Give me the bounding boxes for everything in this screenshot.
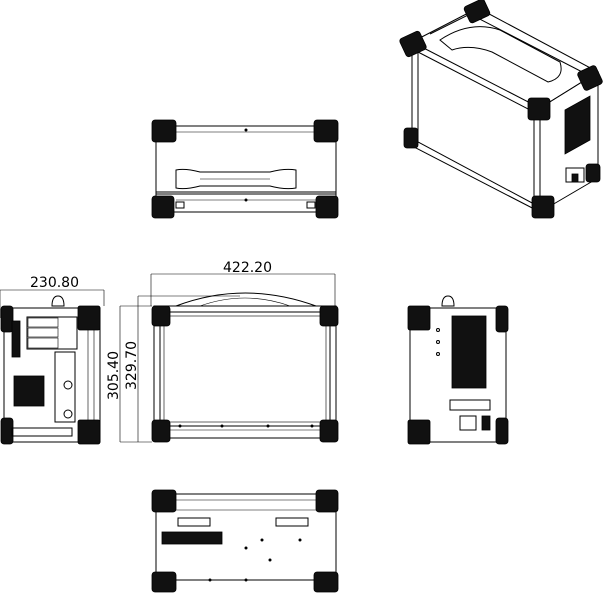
- vent-grille: [11, 320, 45, 407]
- dimension-height-overall: 329.70: [124, 341, 140, 390]
- dimension-lines: [0, 273, 336, 443]
- handle: [175, 168, 297, 190]
- vent-grille: [451, 315, 487, 389]
- vent-grille: [564, 95, 591, 155]
- front-view: [151, 292, 339, 443]
- handle: [439, 26, 562, 83]
- dimension-width: 422.20: [223, 260, 272, 276]
- dimension-depth: 230.80: [30, 275, 79, 291]
- isometric-view: [399, 0, 603, 219]
- left-side-view: [0, 295, 101, 445]
- vent-grille: [161, 531, 223, 545]
- bottom-view: [151, 489, 339, 593]
- dimension-height-body: 305.40: [106, 351, 122, 400]
- top-view: [151, 119, 339, 219]
- right-side-view: [407, 295, 509, 445]
